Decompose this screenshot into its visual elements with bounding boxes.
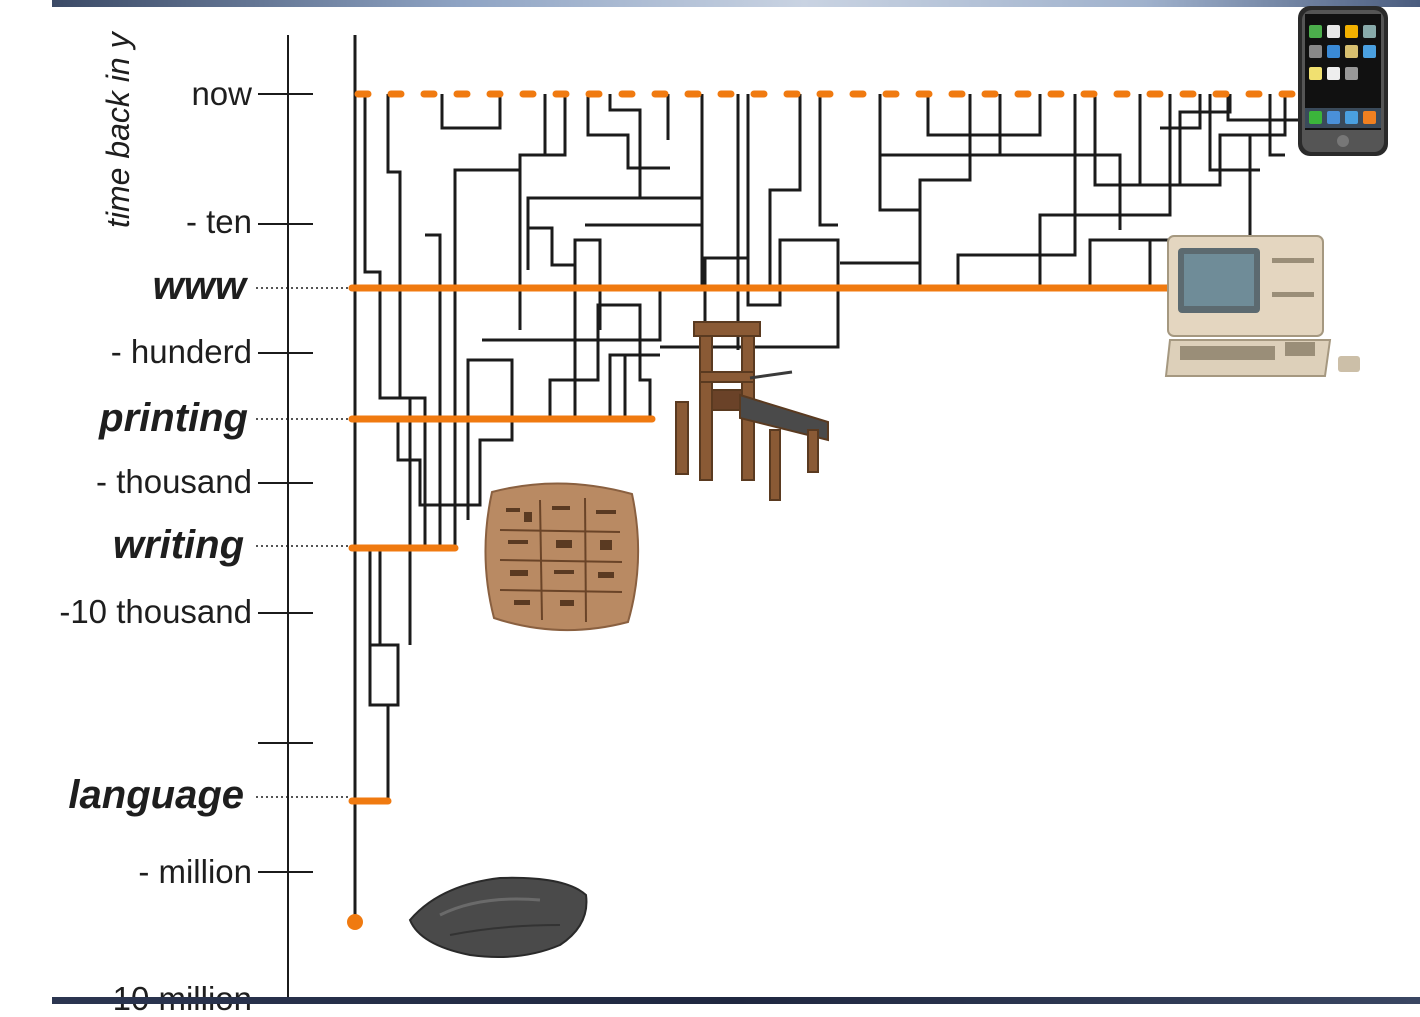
era-label-www: www [152,264,246,308]
lineage-lines [353,35,1342,922]
tick-label-thousand: - thousand [96,463,252,500]
tick-label-now: now [191,75,252,112]
origin-dot [347,914,363,930]
tick-label-hundred: - hunderd [110,333,252,370]
era-label-language: language [68,773,244,817]
tick-label-ten: - ten [185,203,252,240]
era-guides [256,287,350,798]
tick-label-million: - million [138,853,252,890]
stone-tool-image [408,876,588,959]
tick-label-ten-thousand: -10 thousand [59,593,252,630]
slide-frame-top [52,0,1420,7]
era-lines [348,90,1349,805]
computer-image [1164,235,1360,377]
era-label-printing: printing [99,396,248,440]
era-label-writing: writing [112,523,244,567]
clay-tablet-image [484,482,640,632]
smartphone-image [1298,6,1388,156]
printing-press-image [675,321,829,501]
slide-frame-bottom [52,997,1420,1004]
time-axis [258,35,313,1000]
